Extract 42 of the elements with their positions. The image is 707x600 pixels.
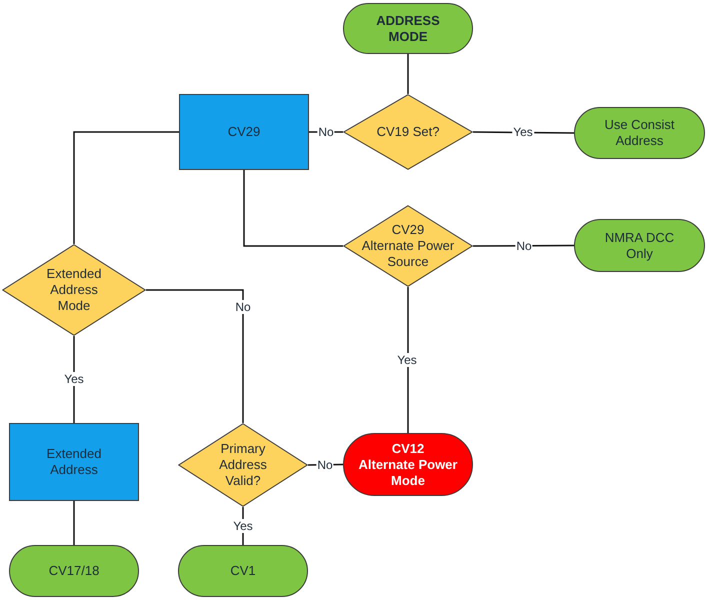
- rounded-terminal: [574, 219, 705, 272]
- edge-label: Yes: [232, 519, 254, 533]
- connector-line: [73, 131, 179, 244]
- node-text: Use Consist Address: [603, 117, 676, 149]
- connector-line: [407, 287, 409, 433]
- node-text: CV12: [392, 440, 424, 456]
- node-text: Extended Address: [46, 446, 102, 478]
- edge-label: Yes: [63, 372, 85, 386]
- connector-line: [407, 54, 409, 94]
- node-text: CV1: [230, 563, 256, 579]
- edge-label: Yes: [396, 353, 418, 367]
- node-text: ADDRESS MODE: [375, 12, 441, 44]
- node-text: Alternate Power Mode: [358, 456, 458, 488]
- node-text: Primary Address Valid?: [218, 441, 268, 489]
- node-text: CV19 Set?: [376, 124, 440, 140]
- edge-label: No: [515, 239, 533, 253]
- decision-diamond: [178, 423, 308, 507]
- connector-line: [73, 336, 75, 423]
- decision-diamond: [343, 205, 473, 287]
- decision-diamond: [343, 94, 473, 170]
- edge-label: No: [316, 458, 334, 472]
- rounded-terminal: [9, 545, 139, 597]
- connector-line: [73, 501, 75, 545]
- connector-line: [242, 507, 244, 545]
- node-text: NMRA DCC Only: [604, 230, 676, 262]
- connector-line: [146, 289, 244, 423]
- connector-line: [473, 244, 574, 247]
- decision-diamond: [2, 244, 146, 336]
- node-text: CV29: [228, 124, 260, 140]
- node-text: Alternate Power Source: [360, 238, 456, 270]
- connector-line: [243, 170, 343, 247]
- rounded-terminal: [574, 107, 705, 159]
- rounded-terminal: [343, 3, 473, 54]
- edge-label: Yes: [512, 125, 534, 139]
- process-box: [179, 94, 309, 170]
- node-text: CV29: [392, 222, 424, 238]
- edge-label: No: [317, 125, 335, 139]
- node-text: CV17/18: [48, 563, 100, 579]
- node-text: Extended Address Mode: [46, 266, 102, 314]
- process-box: [9, 423, 139, 501]
- edge-label: No: [234, 300, 252, 314]
- rounded-terminal: [178, 545, 308, 597]
